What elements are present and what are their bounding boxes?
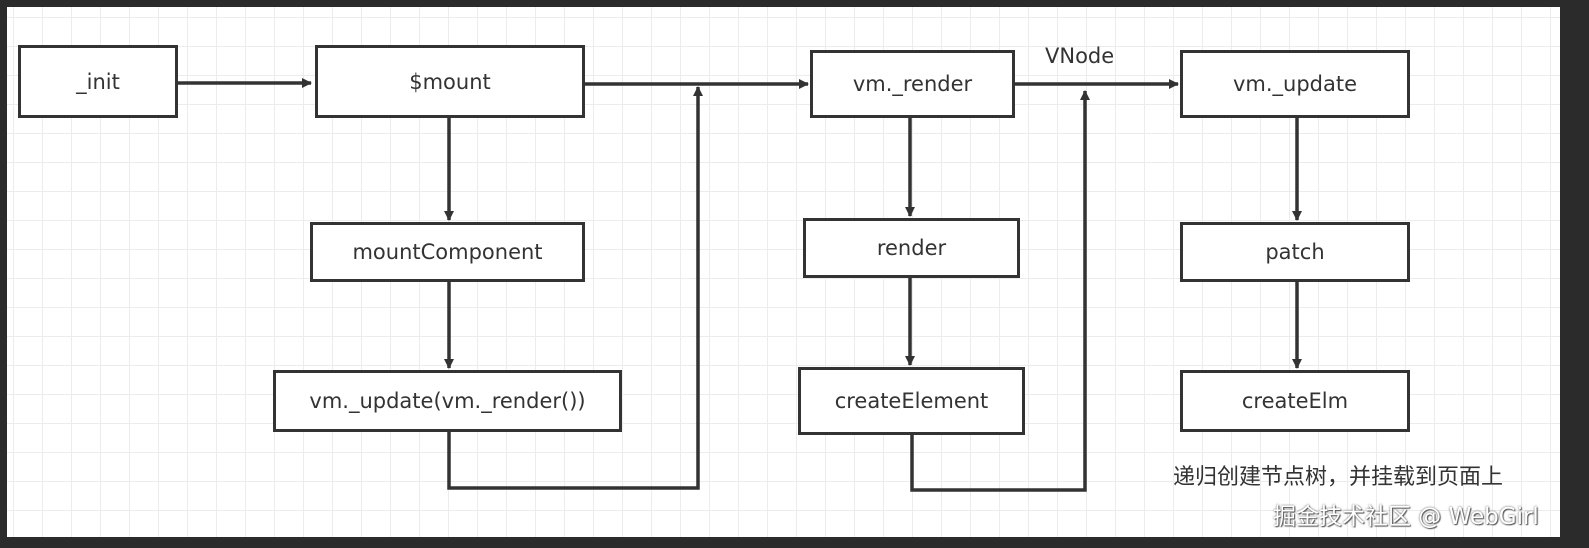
node-label: render (876, 236, 947, 260)
node-patch: patch (1180, 222, 1410, 282)
loop-createelement-to-vnode (910, 90, 1090, 492)
diagram-canvas: _init $mount mountComponent vm._update(v… (7, 7, 1560, 537)
node-create-element: createElement (798, 367, 1025, 435)
node-label: $mount (409, 69, 491, 94)
connectors (178, 78, 1302, 492)
node-label: vm._render (852, 72, 973, 96)
node-label: vm._update(vm._render()) (309, 389, 586, 413)
node-init: _init (18, 45, 178, 118)
node-label: vm._update (1232, 72, 1358, 96)
node-create-elm: createElm (1180, 370, 1410, 432)
node-vm-render: vm._render (810, 50, 1015, 118)
node-mount-component: mountComponent (310, 222, 585, 282)
node-vm-update-render: vm._update(vm._render()) (273, 370, 622, 432)
annotation-text: 递归创建节点树，并挂载到页面上 (1173, 465, 1504, 490)
edge-label-vnode: VNode (1045, 44, 1115, 68)
node-label: createElement (834, 389, 989, 413)
node-render: render (803, 218, 1020, 278)
node-vm-update: vm._update (1180, 50, 1410, 118)
watermark: 掘金技术社区 @ WebGirl (1273, 504, 1539, 530)
node-label: patch (1265, 240, 1325, 264)
node-label: mountComponent (352, 240, 543, 264)
node-label: _init (76, 69, 120, 94)
node-label: createElm (1241, 389, 1349, 413)
node-mount: $mount (315, 45, 585, 118)
loop-update-to-render (447, 86, 703, 490)
